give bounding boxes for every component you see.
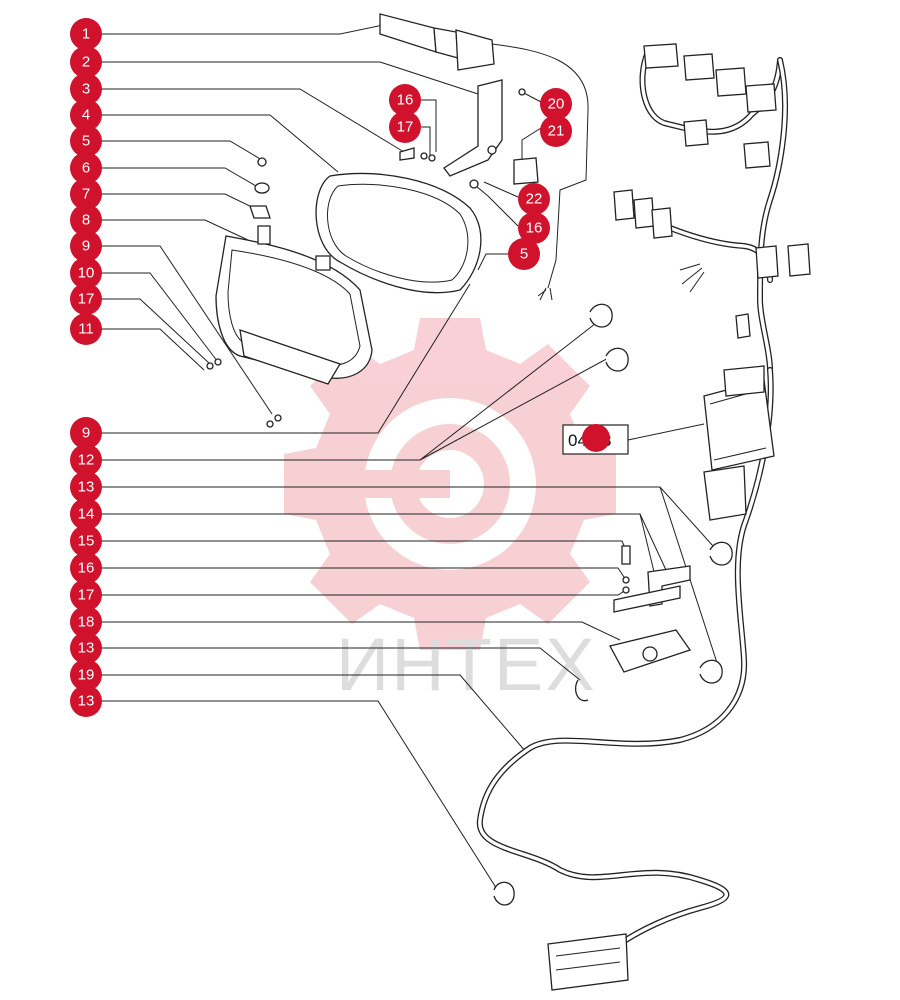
svg-text:18: 18 [78, 614, 95, 631]
callouts-left: 1 2 3 4 5 6 7 8 9 10 17 11 9 12 13 14 15… [70, 18, 102, 717]
svg-text:4: 4 [82, 107, 90, 124]
callout[interactable]: 20 [540, 88, 572, 120]
svg-text:15: 15 [78, 533, 95, 550]
leader-lines [86, 23, 723, 895]
callout[interactable]: 17 [389, 111, 421, 143]
callout[interactable]: 14 [70, 498, 102, 530]
callout[interactable]: 22 [518, 183, 550, 215]
bracket [399, 79, 539, 189]
callout[interactable]: 16 [389, 84, 421, 116]
svg-text:1: 1 [82, 26, 90, 43]
connectors [547, 43, 811, 991]
svg-text:5: 5 [520, 246, 528, 263]
svg-text:17: 17 [78, 291, 95, 308]
reference-box[interactable]: 04-28 [562, 424, 629, 455]
svg-text:17: 17 [78, 587, 95, 604]
callout[interactable]: 4 [70, 99, 102, 131]
svg-text:22: 22 [526, 191, 543, 208]
svg-text:3: 3 [82, 81, 90, 98]
svg-text:8: 8 [82, 212, 90, 229]
callout[interactable]: 1 [70, 18, 102, 50]
callout[interactable]: 19 [70, 659, 102, 691]
cluster-bezel [206, 157, 373, 428]
callouts-floating: 16 17 20 21 22 16 5 [389, 84, 572, 270]
svg-text:13: 13 [78, 479, 95, 496]
callout[interactable]: 17 [70, 283, 102, 315]
svg-text:12: 12 [78, 452, 95, 469]
svg-text:14: 14 [78, 506, 95, 523]
svg-text:20: 20 [548, 96, 565, 113]
svg-text:9: 9 [82, 425, 90, 442]
reference-badge [582, 424, 610, 452]
callout[interactable]: 7 [70, 178, 102, 210]
callout[interactable]: 16 [70, 552, 102, 584]
svg-text:16: 16 [526, 220, 543, 237]
svg-text:16: 16 [78, 560, 95, 577]
watermark-text: ИНТЕХ [336, 623, 597, 706]
cable-ties [493, 303, 733, 906]
callout[interactable]: 21 [540, 115, 572, 147]
callout[interactable]: 9 [70, 417, 102, 449]
callout[interactable]: 6 [70, 152, 102, 184]
svg-text:11: 11 [78, 321, 94, 338]
callout[interactable]: 13 [70, 685, 102, 717]
svg-text:10: 10 [78, 265, 95, 282]
callout[interactable]: 8 [70, 204, 102, 236]
callout[interactable]: 13 [70, 471, 102, 503]
svg-text:13: 13 [78, 640, 95, 657]
callout[interactable]: 3 [70, 73, 102, 105]
callout[interactable]: 13 [70, 632, 102, 664]
callout[interactable]: 11 [70, 313, 102, 345]
callout[interactable]: 15 [70, 525, 102, 557]
callout[interactable]: 18 [70, 606, 102, 638]
callout[interactable]: 9 [70, 230, 102, 262]
svg-text:17: 17 [397, 119, 414, 136]
callout[interactable]: 5 [70, 125, 102, 157]
svg-text:9: 9 [82, 238, 90, 255]
svg-text:13: 13 [78, 693, 95, 710]
column-switch [379, 13, 589, 301]
callout[interactable]: 17 [70, 579, 102, 611]
svg-text:5: 5 [82, 133, 90, 150]
svg-text:2: 2 [82, 54, 90, 71]
svg-text:6: 6 [82, 160, 90, 177]
svg-text:21: 21 [548, 123, 565, 140]
callout[interactable]: 12 [70, 444, 102, 476]
svg-text:16: 16 [397, 92, 414, 109]
svg-text:19: 19 [78, 667, 95, 684]
cluster-frame [315, 172, 482, 294]
mounting-plates [609, 545, 692, 673]
callout[interactable]: 2 [70, 46, 102, 78]
callout[interactable]: 16 [518, 212, 550, 244]
callout[interactable]: 5 [508, 238, 540, 270]
callout[interactable]: 10 [70, 257, 102, 289]
svg-text:7: 7 [82, 186, 90, 203]
